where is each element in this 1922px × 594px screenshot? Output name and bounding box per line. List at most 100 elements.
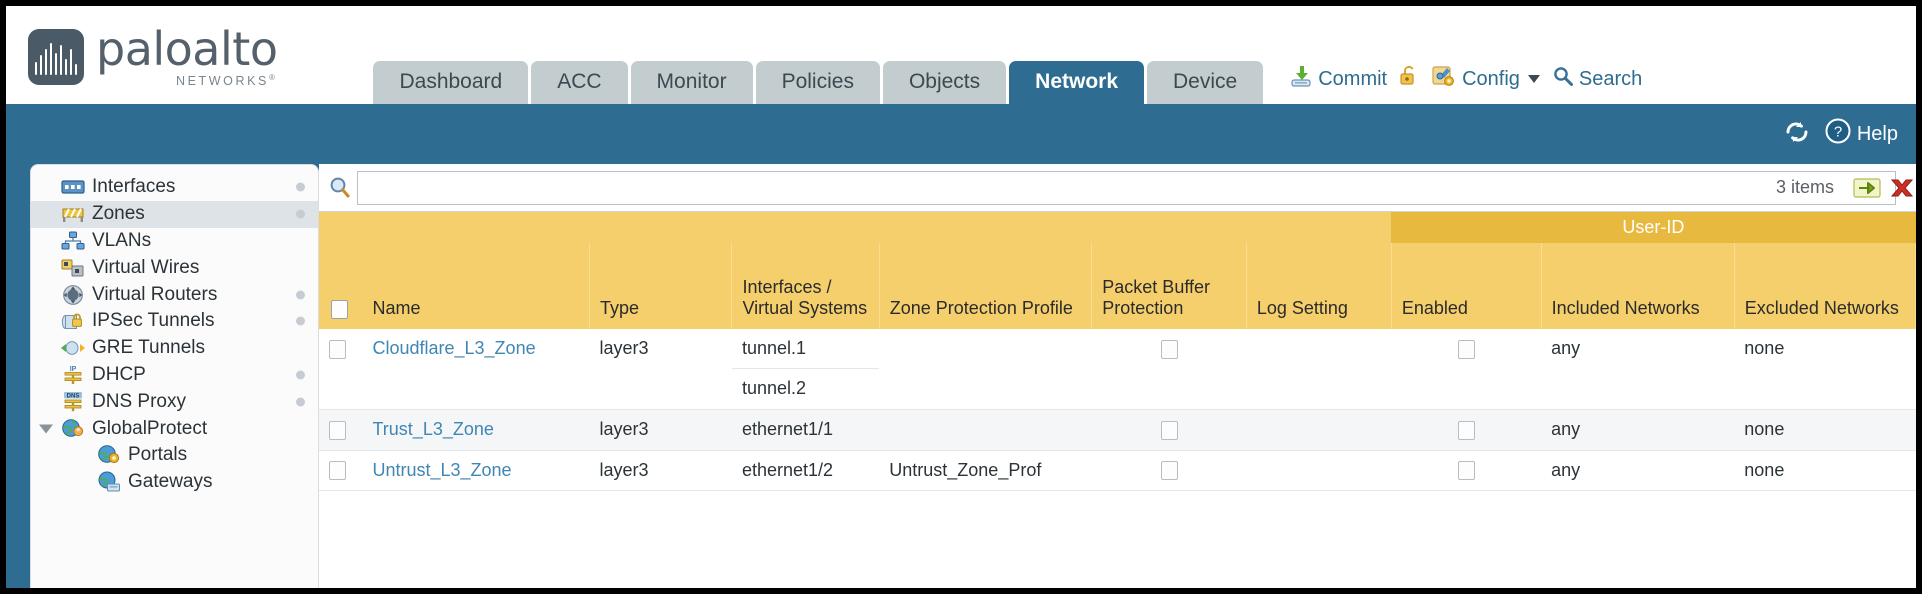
config-menu[interactable]: Config bbox=[1431, 64, 1540, 94]
column-header-userid-included-networks[interactable]: Included Networks bbox=[1541, 242, 1735, 329]
sidebar-item-gateways[interactable]: Gateways bbox=[31, 469, 318, 496]
sidebar-item-virtual-routers[interactable]: Virtual Routers bbox=[31, 281, 318, 308]
cell-name: Cloudflare_L3_Zone bbox=[362, 328, 590, 411]
paloalto-logo-icon bbox=[28, 29, 84, 86]
sidebar-item-interfaces[interactable]: Interfaces bbox=[31, 174, 318, 201]
cell-userid-enabled bbox=[1391, 409, 1542, 451]
column-header-name[interactable]: Name bbox=[362, 242, 590, 329]
userid-enabled-checkbox[interactable] bbox=[1457, 461, 1475, 481]
zone-name-link[interactable]: Cloudflare_L3_Zone bbox=[372, 337, 536, 358]
cell-name: Trust_L3_Zone bbox=[362, 409, 590, 451]
sidebar-item-label: DNS Proxy bbox=[92, 390, 186, 412]
sidebar-nav: Interfaces Zones VLANs Vir bbox=[30, 164, 319, 588]
zones-icon bbox=[61, 205, 86, 223]
filter-bar: 3 items bbox=[319, 164, 1916, 212]
packet-buffer-checkbox[interactable] bbox=[1160, 339, 1178, 359]
tab-objects[interactable]: Objects bbox=[882, 60, 1007, 104]
zone-name-link[interactable]: Untrust_L3_Zone bbox=[372, 459, 512, 480]
cell-type: layer3 bbox=[589, 409, 732, 451]
help-button[interactable]: ? Help bbox=[1825, 118, 1898, 150]
cell-type: layer3 bbox=[589, 450, 732, 492]
sidebar-item-label: Interfaces bbox=[92, 176, 176, 198]
select-all-checkbox[interactable] bbox=[331, 299, 348, 319]
apply-filter-button[interactable] bbox=[1852, 173, 1882, 203]
sidebar-item-ipsec-tunnels[interactable]: IPSec Tunnels bbox=[31, 308, 318, 335]
cell-userid-enabled bbox=[1391, 328, 1542, 411]
column-header-userid-excluded-networks[interactable]: Excluded Networks bbox=[1734, 242, 1916, 329]
column-header-type[interactable]: Type bbox=[589, 242, 733, 329]
cell-name: Untrust_L3_Zone bbox=[362, 450, 590, 492]
column-header-packet-buffer-protection[interactable]: Packet Buffer Protection bbox=[1091, 242, 1247, 329]
commit-button[interactable]: Commit bbox=[1289, 64, 1387, 94]
sidebar-item-dot bbox=[296, 397, 305, 407]
gre-tunnels-icon bbox=[61, 339, 86, 357]
cell-log-setting bbox=[1246, 450, 1392, 492]
cell-zone-protection bbox=[879, 409, 1092, 451]
sidebar-item-dns-proxy[interactable]: DNS DNS Proxy bbox=[31, 388, 318, 415]
tab-policies[interactable]: Policies bbox=[755, 60, 880, 104]
chevron-down-icon[interactable] bbox=[39, 424, 53, 434]
cell-type: layer3 bbox=[589, 328, 732, 411]
packet-buffer-checkbox[interactable] bbox=[1160, 461, 1178, 481]
search-label: Search bbox=[1578, 67, 1643, 90]
cell-packet-buffer bbox=[1091, 328, 1247, 411]
search-filter-icon[interactable] bbox=[323, 175, 357, 201]
sidebar-item-label: Virtual Routers bbox=[92, 283, 218, 305]
row-checkbox[interactable] bbox=[329, 420, 346, 440]
chevron-down-icon bbox=[1527, 75, 1540, 83]
cell-log-setting bbox=[1246, 328, 1392, 411]
sidebar-item-label: GlobalProtect bbox=[92, 417, 208, 439]
row-checkbox[interactable] bbox=[329, 339, 346, 359]
page-body: Interfaces Zones VLANs Vir bbox=[6, 164, 1916, 588]
userid-enabled-checkbox[interactable] bbox=[1457, 339, 1475, 359]
refresh-icon[interactable] bbox=[1783, 119, 1811, 150]
tab-device[interactable]: Device bbox=[1147, 60, 1264, 104]
tab-monitor[interactable]: Monitor bbox=[630, 60, 753, 104]
interfaces-icon bbox=[61, 179, 86, 195]
clear-filter-button[interactable] bbox=[1886, 173, 1916, 203]
sidebar-item-label: VLANs bbox=[92, 229, 152, 251]
sidebar-item-label: Portals bbox=[128, 444, 188, 466]
sidebar-item-zones[interactable]: Zones bbox=[31, 200, 318, 228]
table-row[interactable]: Trust_L3_Zone layer3 ethernet1/1 bbox=[319, 409, 1916, 451]
sidebar-item-label: GRE Tunnels bbox=[92, 337, 205, 359]
brand-logo[interactable]: paloalto NETWORKS® bbox=[28, 26, 278, 88]
packet-buffer-checkbox[interactable] bbox=[1160, 420, 1178, 440]
column-header-zone-protection-profile[interactable]: Zone Protection Profile bbox=[879, 242, 1093, 329]
svg-text:?: ? bbox=[1834, 124, 1842, 141]
column-header-userid-enabled[interactable]: Enabled bbox=[1391, 242, 1542, 329]
row-select-cell bbox=[319, 450, 363, 492]
config-wrench-icon bbox=[1431, 64, 1457, 94]
tab-network[interactable]: Network bbox=[1009, 60, 1145, 104]
unlock-button[interactable] bbox=[1399, 64, 1419, 94]
zone-name-link[interactable]: Trust_L3_Zone bbox=[372, 419, 494, 440]
column-header-interfaces[interactable]: Interfaces / Virtual Systems bbox=[731, 242, 880, 329]
search-input[interactable] bbox=[357, 170, 1896, 205]
gateways-icon bbox=[97, 471, 122, 493]
column-header-log-setting[interactable]: Log Setting bbox=[1246, 242, 1392, 329]
row-checkbox[interactable] bbox=[329, 461, 346, 481]
row-select-cell bbox=[319, 409, 363, 451]
sidebar-item-vlans[interactable]: VLANs bbox=[31, 228, 318, 255]
sidebar-item-dot bbox=[296, 316, 305, 326]
group-header-spacer bbox=[319, 212, 1392, 243]
cell-interfaces: tunnel.1 tunnel.2 bbox=[731, 328, 880, 411]
search-button[interactable]: Search bbox=[1552, 65, 1642, 93]
sidebar-item-dhcp[interactable]: IP DHCP bbox=[31, 362, 318, 389]
table-row[interactable]: Cloudflare_L3_Zone layer3 tunnel.1 tunne… bbox=[319, 328, 1916, 411]
cell-userid-excluded: none bbox=[1734, 409, 1916, 451]
zones-table-container[interactable]: User-ID Name Type Interfaces / Virtual S… bbox=[319, 212, 1916, 583]
sidebar-item-portals[interactable]: Portals bbox=[31, 442, 318, 469]
cell-zone-protection: Untrust_Zone_Prof bbox=[879, 450, 1092, 492]
tab-acc[interactable]: ACC bbox=[531, 60, 628, 104]
sidebar-item-dot bbox=[296, 370, 305, 380]
sidebar-item-globalprotect[interactable]: GlobalProtect bbox=[31, 415, 318, 442]
sidebar-item-virtual-wires[interactable]: Virtual Wires bbox=[31, 254, 318, 281]
tab-dashboard[interactable]: Dashboard bbox=[373, 60, 529, 104]
interface-item: tunnel.1 bbox=[731, 329, 880, 370]
cell-userid-excluded: none bbox=[1734, 450, 1916, 492]
table-row[interactable]: Untrust_L3_Zone layer3 ethernet1/2 Untru… bbox=[319, 450, 1916, 492]
userid-enabled-checkbox[interactable] bbox=[1457, 420, 1475, 440]
sidebar-item-gre-tunnels[interactable]: GRE Tunnels bbox=[31, 335, 318, 362]
